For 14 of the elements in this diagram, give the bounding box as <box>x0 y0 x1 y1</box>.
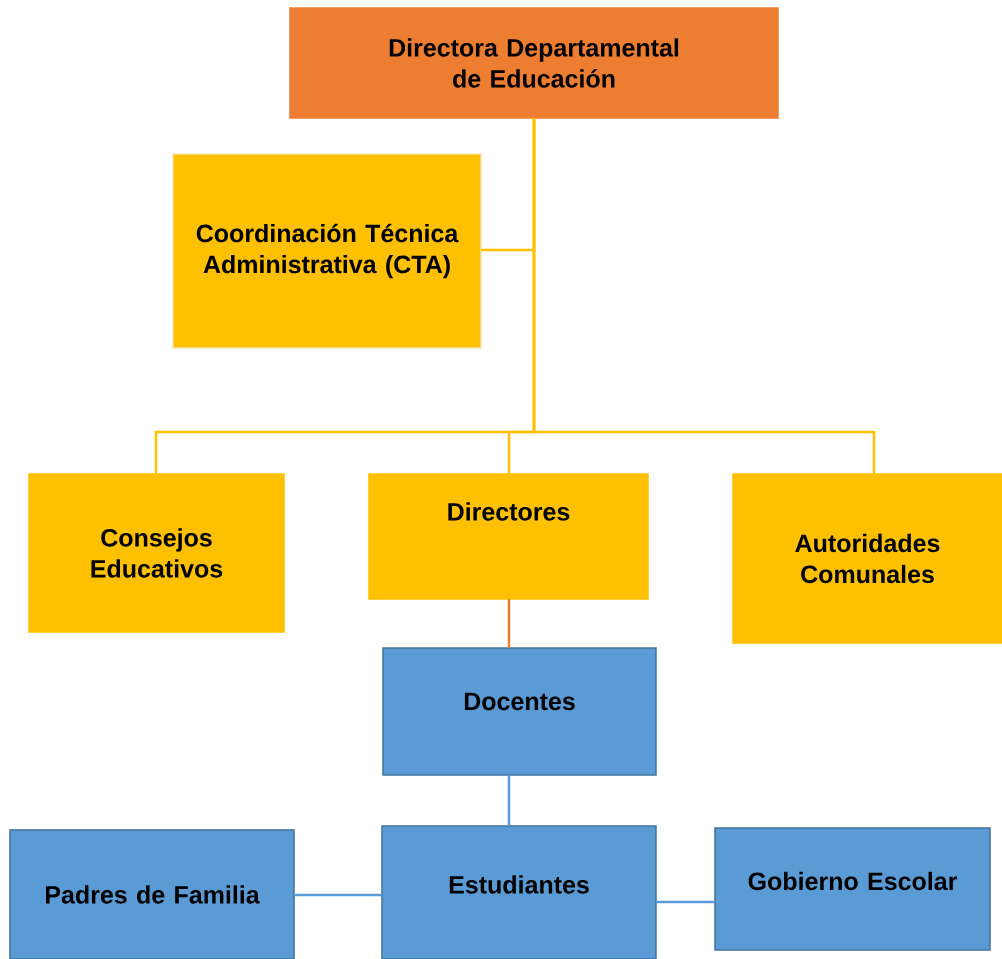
org-box: Coordinación Técnica Administrativa (CTA) <box>172 153 482 349</box>
org-box: Consejos Educativos <box>28 473 285 633</box>
connector-line <box>294 893 382 897</box>
connector-line <box>507 599 511 648</box>
org-box: Docentes <box>382 647 657 776</box>
org-box: Estudiantes <box>381 825 657 959</box>
org-box: Autoridades Comunales <box>732 473 1002 644</box>
connector-line <box>656 900 715 904</box>
org-box: Padres de Familia <box>9 829 295 959</box>
org-box: Gobierno Escolar <box>714 827 991 951</box>
connector-line <box>507 775 511 826</box>
connector-line <box>532 118 876 474</box>
org-box: Directores <box>368 473 649 600</box>
org-box: Directora Departamental de Educación <box>289 7 779 119</box>
